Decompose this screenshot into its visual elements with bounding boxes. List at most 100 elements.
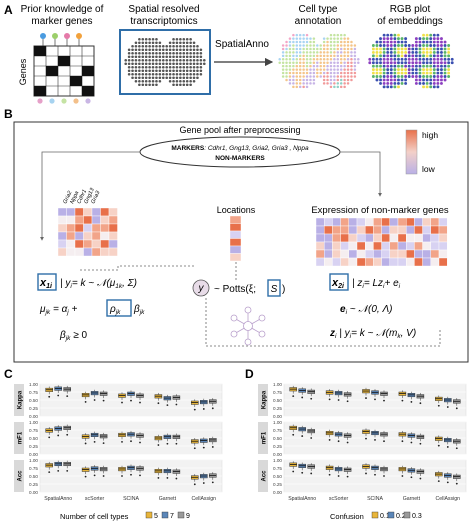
spot <box>155 83 158 87</box>
spot <box>189 83 192 87</box>
y-node <box>192 279 210 297</box>
spot <box>353 75 357 78</box>
heat-cell <box>389 225 399 235</box>
heat-cell <box>74 231 84 241</box>
outlier-point <box>374 473 376 476</box>
panel-b: B Gene pool after preprocessing MARKERS:… <box>4 107 469 363</box>
spot <box>386 61 390 65</box>
spot <box>161 62 165 66</box>
heat-cell <box>373 233 382 243</box>
spot <box>404 64 408 68</box>
spot <box>414 37 418 41</box>
outlier-point <box>102 475 105 477</box>
spot <box>281 68 285 71</box>
heat-cell <box>356 241 366 251</box>
legend-d-title: Confusion <box>330 512 364 521</box>
spot <box>346 44 350 47</box>
spot <box>148 48 151 52</box>
spot <box>350 51 353 54</box>
spot <box>411 64 415 68</box>
spot <box>295 51 299 54</box>
spot <box>131 65 134 69</box>
spot <box>295 78 299 82</box>
legend-swatch <box>387 511 395 519</box>
heat-cell <box>91 247 101 257</box>
spot <box>329 64 333 68</box>
spot <box>343 58 346 61</box>
spot <box>155 69 158 73</box>
spot <box>397 75 400 78</box>
spot <box>138 65 141 69</box>
spot <box>302 44 305 47</box>
spot <box>298 47 302 51</box>
spot <box>357 58 360 61</box>
spot <box>127 58 131 62</box>
spot <box>138 72 141 76</box>
spot <box>339 37 343 40</box>
spot <box>292 33 295 37</box>
spot <box>168 58 172 62</box>
spot <box>305 68 309 71</box>
eq-z-cov: , V) <box>401 328 417 339</box>
y-tick-label: 1.00 <box>273 458 282 463</box>
spot <box>353 71 357 75</box>
x-tick-label: scSorter <box>85 496 105 502</box>
spot <box>346 75 350 78</box>
spot <box>298 71 302 75</box>
spot <box>400 78 404 82</box>
spot <box>295 68 299 71</box>
spot <box>189 69 192 73</box>
eq-potts-close: ) <box>282 284 285 295</box>
spot <box>151 44 155 48</box>
spot <box>295 44 299 47</box>
spot <box>326 37 329 40</box>
spot <box>333 51 336 54</box>
gene-col-label: Gria3 <box>90 189 102 205</box>
spot <box>168 76 172 80</box>
spot <box>131 76 134 80</box>
spot <box>305 37 309 40</box>
spot <box>422 54 425 58</box>
spot <box>346 47 350 51</box>
spot <box>379 37 382 41</box>
spot <box>339 33 343 37</box>
spot <box>161 69 165 73</box>
spot <box>319 54 322 58</box>
spot <box>309 40 312 44</box>
outlier-point <box>211 481 214 484</box>
spot <box>382 40 386 44</box>
facet-strip <box>258 384 268 416</box>
y-to-z-connector <box>205 298 441 347</box>
spot <box>168 48 172 52</box>
heat-cell <box>332 233 341 243</box>
heat-cell <box>83 239 93 249</box>
heat-cell <box>315 241 325 251</box>
spot <box>389 54 393 58</box>
outlier-point <box>202 482 205 484</box>
outlier-point <box>193 408 196 411</box>
spot <box>432 54 436 58</box>
spot <box>295 82 299 85</box>
spot <box>393 33 397 37</box>
eq-x1-line: | yi= k ~ 𝒩(μ1k, Σ) <box>60 278 137 290</box>
outlier-point <box>102 442 105 445</box>
spot <box>155 51 158 55</box>
legend-label: 0.1 <box>380 513 390 520</box>
spot <box>138 48 141 52</box>
spot <box>151 65 155 69</box>
spot <box>179 55 182 59</box>
spot <box>161 76 165 80</box>
spot <box>339 58 343 61</box>
spot <box>389 57 393 61</box>
spot <box>175 83 179 87</box>
spot <box>432 71 436 75</box>
outlier-point <box>66 469 69 472</box>
heat-cell <box>324 249 333 259</box>
outlier-point <box>102 399 105 402</box>
spot <box>185 79 189 83</box>
spot <box>389 44 393 47</box>
spot <box>336 82 340 85</box>
spot <box>329 61 333 64</box>
spot <box>404 68 408 72</box>
